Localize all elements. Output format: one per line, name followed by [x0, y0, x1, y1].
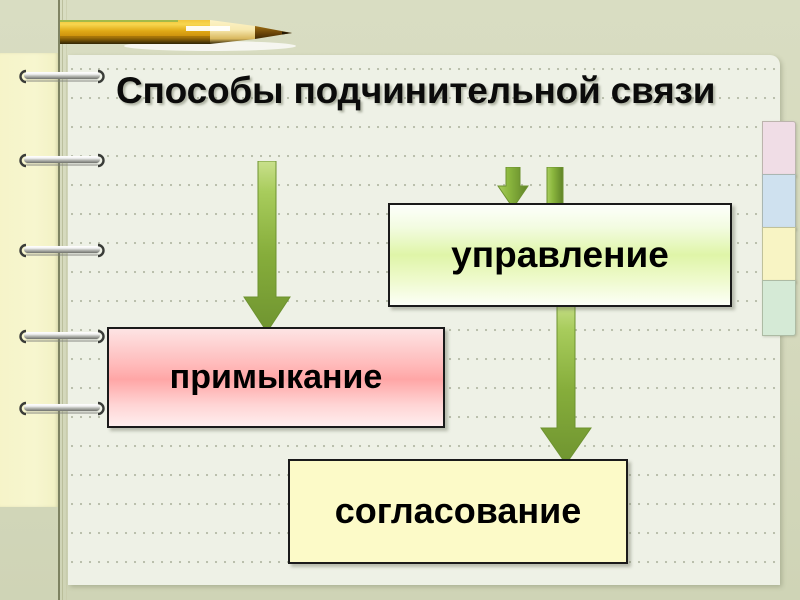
spiral-ring-icon — [19, 153, 105, 168]
pencil-icon — [60, 20, 296, 51]
arrow-to-primykanie-icon — [243, 161, 291, 333]
page-title: Способы подчинительной связи — [116, 70, 716, 111]
node-primykanie[interactable]: примыкание — [107, 327, 445, 428]
index-tabs — [762, 121, 796, 336]
node-upravlenie[interactable]: управление — [388, 203, 732, 307]
spiral-ring-icon — [19, 243, 105, 258]
node-upravlenie-label: управление — [451, 234, 669, 276]
node-soglasovanie[interactable]: согласование — [288, 459, 628, 564]
node-primykanie-label: примыкание — [169, 358, 383, 397]
index-tab-pink[interactable] — [762, 121, 796, 177]
notebook-spine-line — [58, 0, 60, 600]
left-page-block-edge — [0, 53, 58, 507]
index-tab-blue[interactable] — [762, 174, 796, 230]
index-tab-yellow[interactable] — [762, 227, 796, 283]
arrow-stub-icon — [546, 167, 564, 205]
notebook-page — [68, 55, 780, 585]
node-soglasovanie-label: согласование — [334, 490, 582, 532]
arrow-to-soglasovanie-icon — [540, 300, 592, 465]
notebook-spine-line — [62, 0, 63, 600]
notebook-spine-line — [66, 0, 67, 600]
spiral-ring-icon — [19, 69, 105, 84]
arrow-to-upravlenie-icon — [497, 167, 529, 209]
spiral-ring-icon — [19, 329, 105, 344]
left-page-block — [0, 53, 58, 507]
index-tab-green[interactable] — [762, 280, 796, 336]
spiral-ring-icon — [19, 401, 105, 416]
